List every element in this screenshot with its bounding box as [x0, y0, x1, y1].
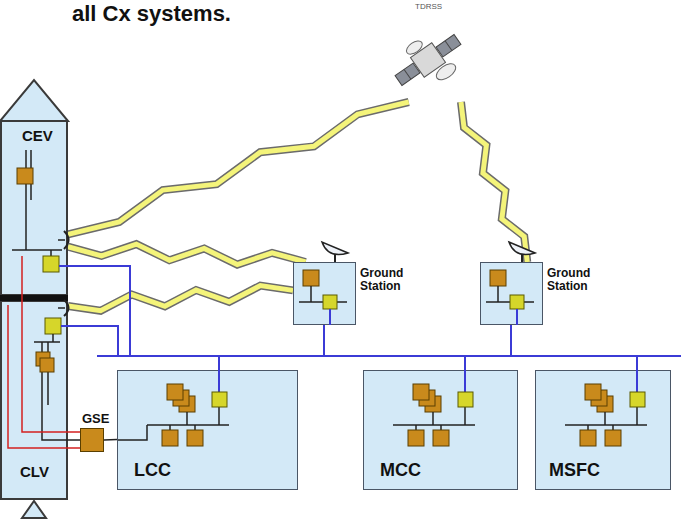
cable-line [68, 439, 80, 441]
equipment-box: GSE [80, 428, 104, 452]
radio-link [68, 244, 306, 265]
radio-link-body [68, 286, 293, 311]
radio-link [461, 102, 527, 262]
radio-link-body [68, 244, 306, 265]
cable-link [104, 439, 117, 440]
ground-station: Ground Station [480, 262, 543, 325]
ground-station-label: Ground Station [360, 267, 412, 293]
radio-link-outline [68, 102, 409, 234]
control-center: MSFC [535, 370, 671, 490]
control-center-label: LCC [134, 461, 171, 481]
control-center: LCC [117, 370, 298, 490]
cable-link [68, 440, 80, 441]
control-center: MCC [363, 370, 518, 490]
radio-link [68, 286, 293, 311]
cable-line [104, 439, 117, 441]
satellite: TDRSS [385, 2, 480, 102]
satellite-label: TDRSS [415, 3, 442, 12]
control-center-label: MSFC [549, 461, 600, 481]
title: all Cx systems. [72, 1, 231, 27]
vehicle-stage: CLV [0, 300, 68, 500]
radio-link-outline [68, 286, 293, 311]
control-center-label: MCC [380, 461, 421, 481]
radio-link-outline [68, 244, 306, 265]
radio-link-body [461, 102, 527, 262]
radio-link-outline [461, 102, 527, 262]
radio-link [68, 102, 409, 234]
vehicle-stage-label: CEV [22, 128, 53, 145]
equipment-box-label: GSE [82, 412, 109, 426]
ground-station: Ground Station [293, 262, 356, 325]
ground-station-label: Ground Station [547, 267, 599, 293]
radio-link-body [68, 102, 409, 234]
vehicle-stage: CEV [0, 120, 68, 296]
vehicle-stage-label: CLV [20, 464, 49, 481]
